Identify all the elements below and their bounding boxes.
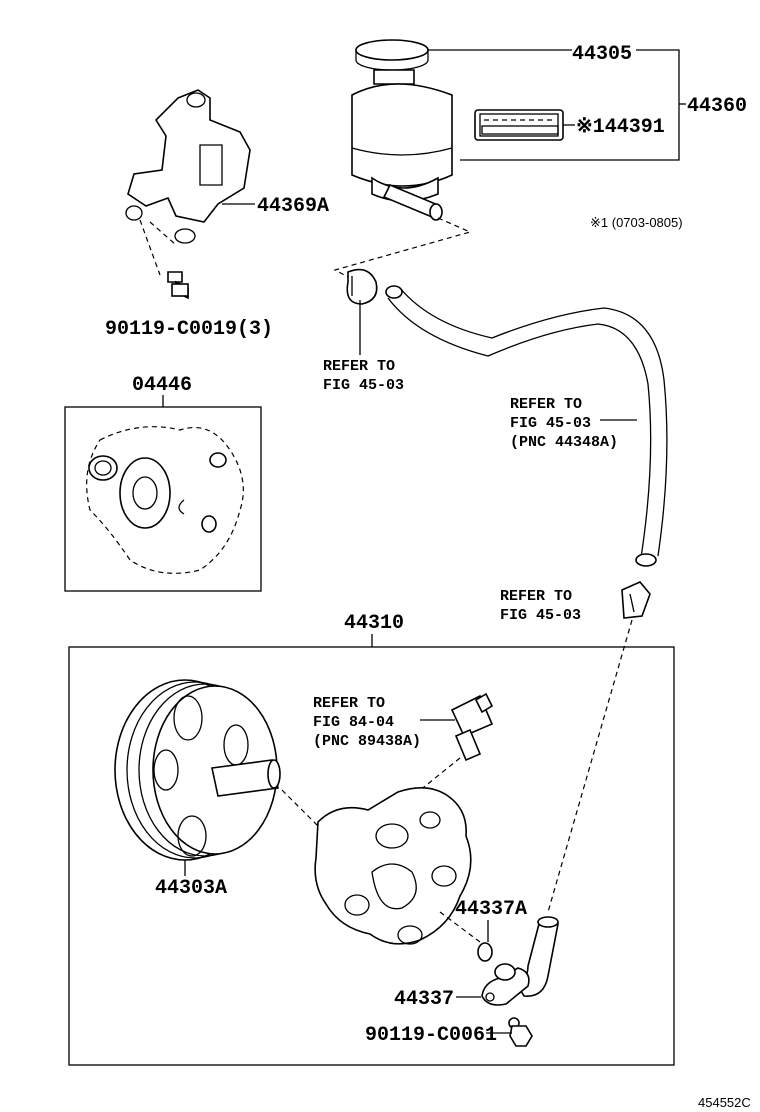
bracket-drawing xyxy=(125,89,251,244)
ref-switch-line1: REFER TO xyxy=(313,695,385,712)
part-number-44303A[interactable]: 44303A xyxy=(155,877,227,900)
pump-body-drawing xyxy=(314,787,472,945)
bolt-90119-C0019-drawing xyxy=(167,271,189,300)
union-drawing xyxy=(481,916,559,1006)
guide-bracket xyxy=(139,219,176,276)
ref-hose-line3: (PNC 44348A) xyxy=(510,434,618,451)
ref-hose-line1: REFER TO xyxy=(510,396,582,413)
guide-reservoir-clamp xyxy=(333,217,472,279)
lower-clamp-drawing xyxy=(621,581,651,619)
ref-clamp-lower-line2[interactable]: FIG 45-03 xyxy=(500,607,581,624)
part-number-44305[interactable]: 44305 xyxy=(572,43,632,66)
footnote: ※1 (0703-0805) xyxy=(590,215,683,230)
guide-hose-union xyxy=(547,619,633,913)
part-number-44337A[interactable]: 44337A xyxy=(455,898,527,921)
guide-pump-oring xyxy=(439,911,489,949)
part-number-44360[interactable]: 44360 xyxy=(687,95,747,118)
ref-clamp-upper-line1: REFER TO xyxy=(323,358,395,375)
bracket-44360 xyxy=(460,49,680,161)
ref-switch-line3: (PNC 89438A) xyxy=(313,733,421,750)
part-number-90119-C0061[interactable]: 90119-C0061 xyxy=(365,1024,497,1047)
part-number-44337[interactable]: 44337 xyxy=(394,988,454,1011)
ref-clamp-lower-line1: REFER TO xyxy=(500,588,572,605)
figure-id: 454552C xyxy=(698,1095,751,1110)
upper-clamp-drawing xyxy=(346,268,378,305)
ref-switch-line2[interactable]: FIG 84-04 xyxy=(313,714,394,731)
hose-drawing xyxy=(385,285,668,567)
guide-pulley-pump xyxy=(281,789,319,827)
part-number-04446[interactable]: 04446 xyxy=(132,374,192,397)
pulley-drawing xyxy=(114,679,281,861)
caution-label-drawing xyxy=(474,109,564,141)
o-ring-drawing xyxy=(477,942,493,962)
ref-clamp-upper-line2[interactable]: FIG 45-03 xyxy=(323,377,404,394)
reservoir-cap-drawing xyxy=(355,39,429,71)
bolt-90119-C0061-drawing xyxy=(508,1017,533,1047)
gasket-kit-drawing xyxy=(86,426,244,574)
part-number-90119-C0019[interactable]: 90119-C0019(3) xyxy=(105,318,273,341)
ref-hose-line2[interactable]: FIG 45-03 xyxy=(510,415,591,432)
part-number-144391[interactable]: ※144391 xyxy=(576,116,665,139)
part-number-44369A[interactable]: 44369A xyxy=(257,195,329,218)
pressure-switch-drawing xyxy=(450,692,494,762)
part-number-44310[interactable]: 44310 xyxy=(344,612,404,635)
reservoir-drawing xyxy=(351,69,453,221)
